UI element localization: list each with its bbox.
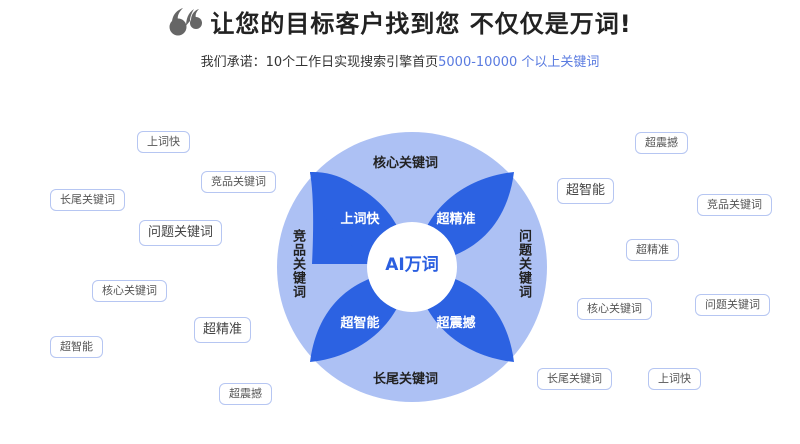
- subtitle: 我们承诺：10个工作日实现搜索引擎首页5000-10000 个以上关键词: [0, 51, 800, 70]
- keyword-tag: 超震撼: [219, 383, 272, 405]
- keyword-tag: 问题关键词: [139, 220, 223, 246]
- quote-icon: [169, 7, 203, 35]
- ring-label-question: 问题关键词: [516, 229, 531, 299]
- petal-label-precise: 超精准: [436, 212, 476, 227]
- keyword-tag: 超精准: [194, 317, 252, 343]
- subtitle-prefix: 我们承诺：10个工作日实现搜索引擎首页: [200, 55, 439, 70]
- page-title: 让您的目标客户找到您 不仅仅是万词!: [168, 4, 631, 39]
- keyword-tag: 上词快: [648, 368, 701, 390]
- keyword-tag: 核心关键词: [577, 298, 652, 320]
- keyword-tag: 长尾关键词: [537, 368, 612, 390]
- keyword-tag: 长尾关键词: [50, 189, 125, 211]
- ring-label-competitor: 竞品关键词: [290, 229, 305, 299]
- keyword-tag: 问题关键词: [695, 294, 770, 316]
- keyword-tag: 超智能: [50, 336, 103, 358]
- diagram-graphic: [277, 132, 547, 402]
- subtitle-highlight: 5000-10000 个以上关键词: [438, 55, 600, 70]
- keyword-tag: 核心关键词: [92, 280, 167, 302]
- center-label: AI万词: [385, 255, 439, 275]
- title-text: 让您的目标客户找到您 不仅仅是万词!: [210, 10, 632, 38]
- ring-label-longtail: 长尾关键词: [373, 372, 439, 387]
- keyword-tag: 超智能: [557, 178, 615, 204]
- ai-keyword-diagram: 核心关键词 长尾关键词 竞品关键词 问题关键词 上词快 超精准 超智能 超震撼 …: [277, 132, 547, 402]
- petal-label-amazing: 超震撼: [436, 316, 476, 331]
- keyword-tag: 上词快: [137, 131, 190, 153]
- petal-label-smart: 超智能: [340, 316, 380, 331]
- keyword-tag: 超震撼: [635, 132, 688, 154]
- keyword-tag: 竞品关键词: [697, 194, 772, 216]
- petal-label-fast: 上词快: [340, 212, 380, 227]
- keyword-tag: 超精准: [626, 239, 679, 261]
- keyword-tag: 竞品关键词: [201, 171, 276, 193]
- header: 让您的目标客户找到您 不仅仅是万词!: [0, 4, 800, 41]
- ring-label-core: 核心关键词: [373, 156, 439, 171]
